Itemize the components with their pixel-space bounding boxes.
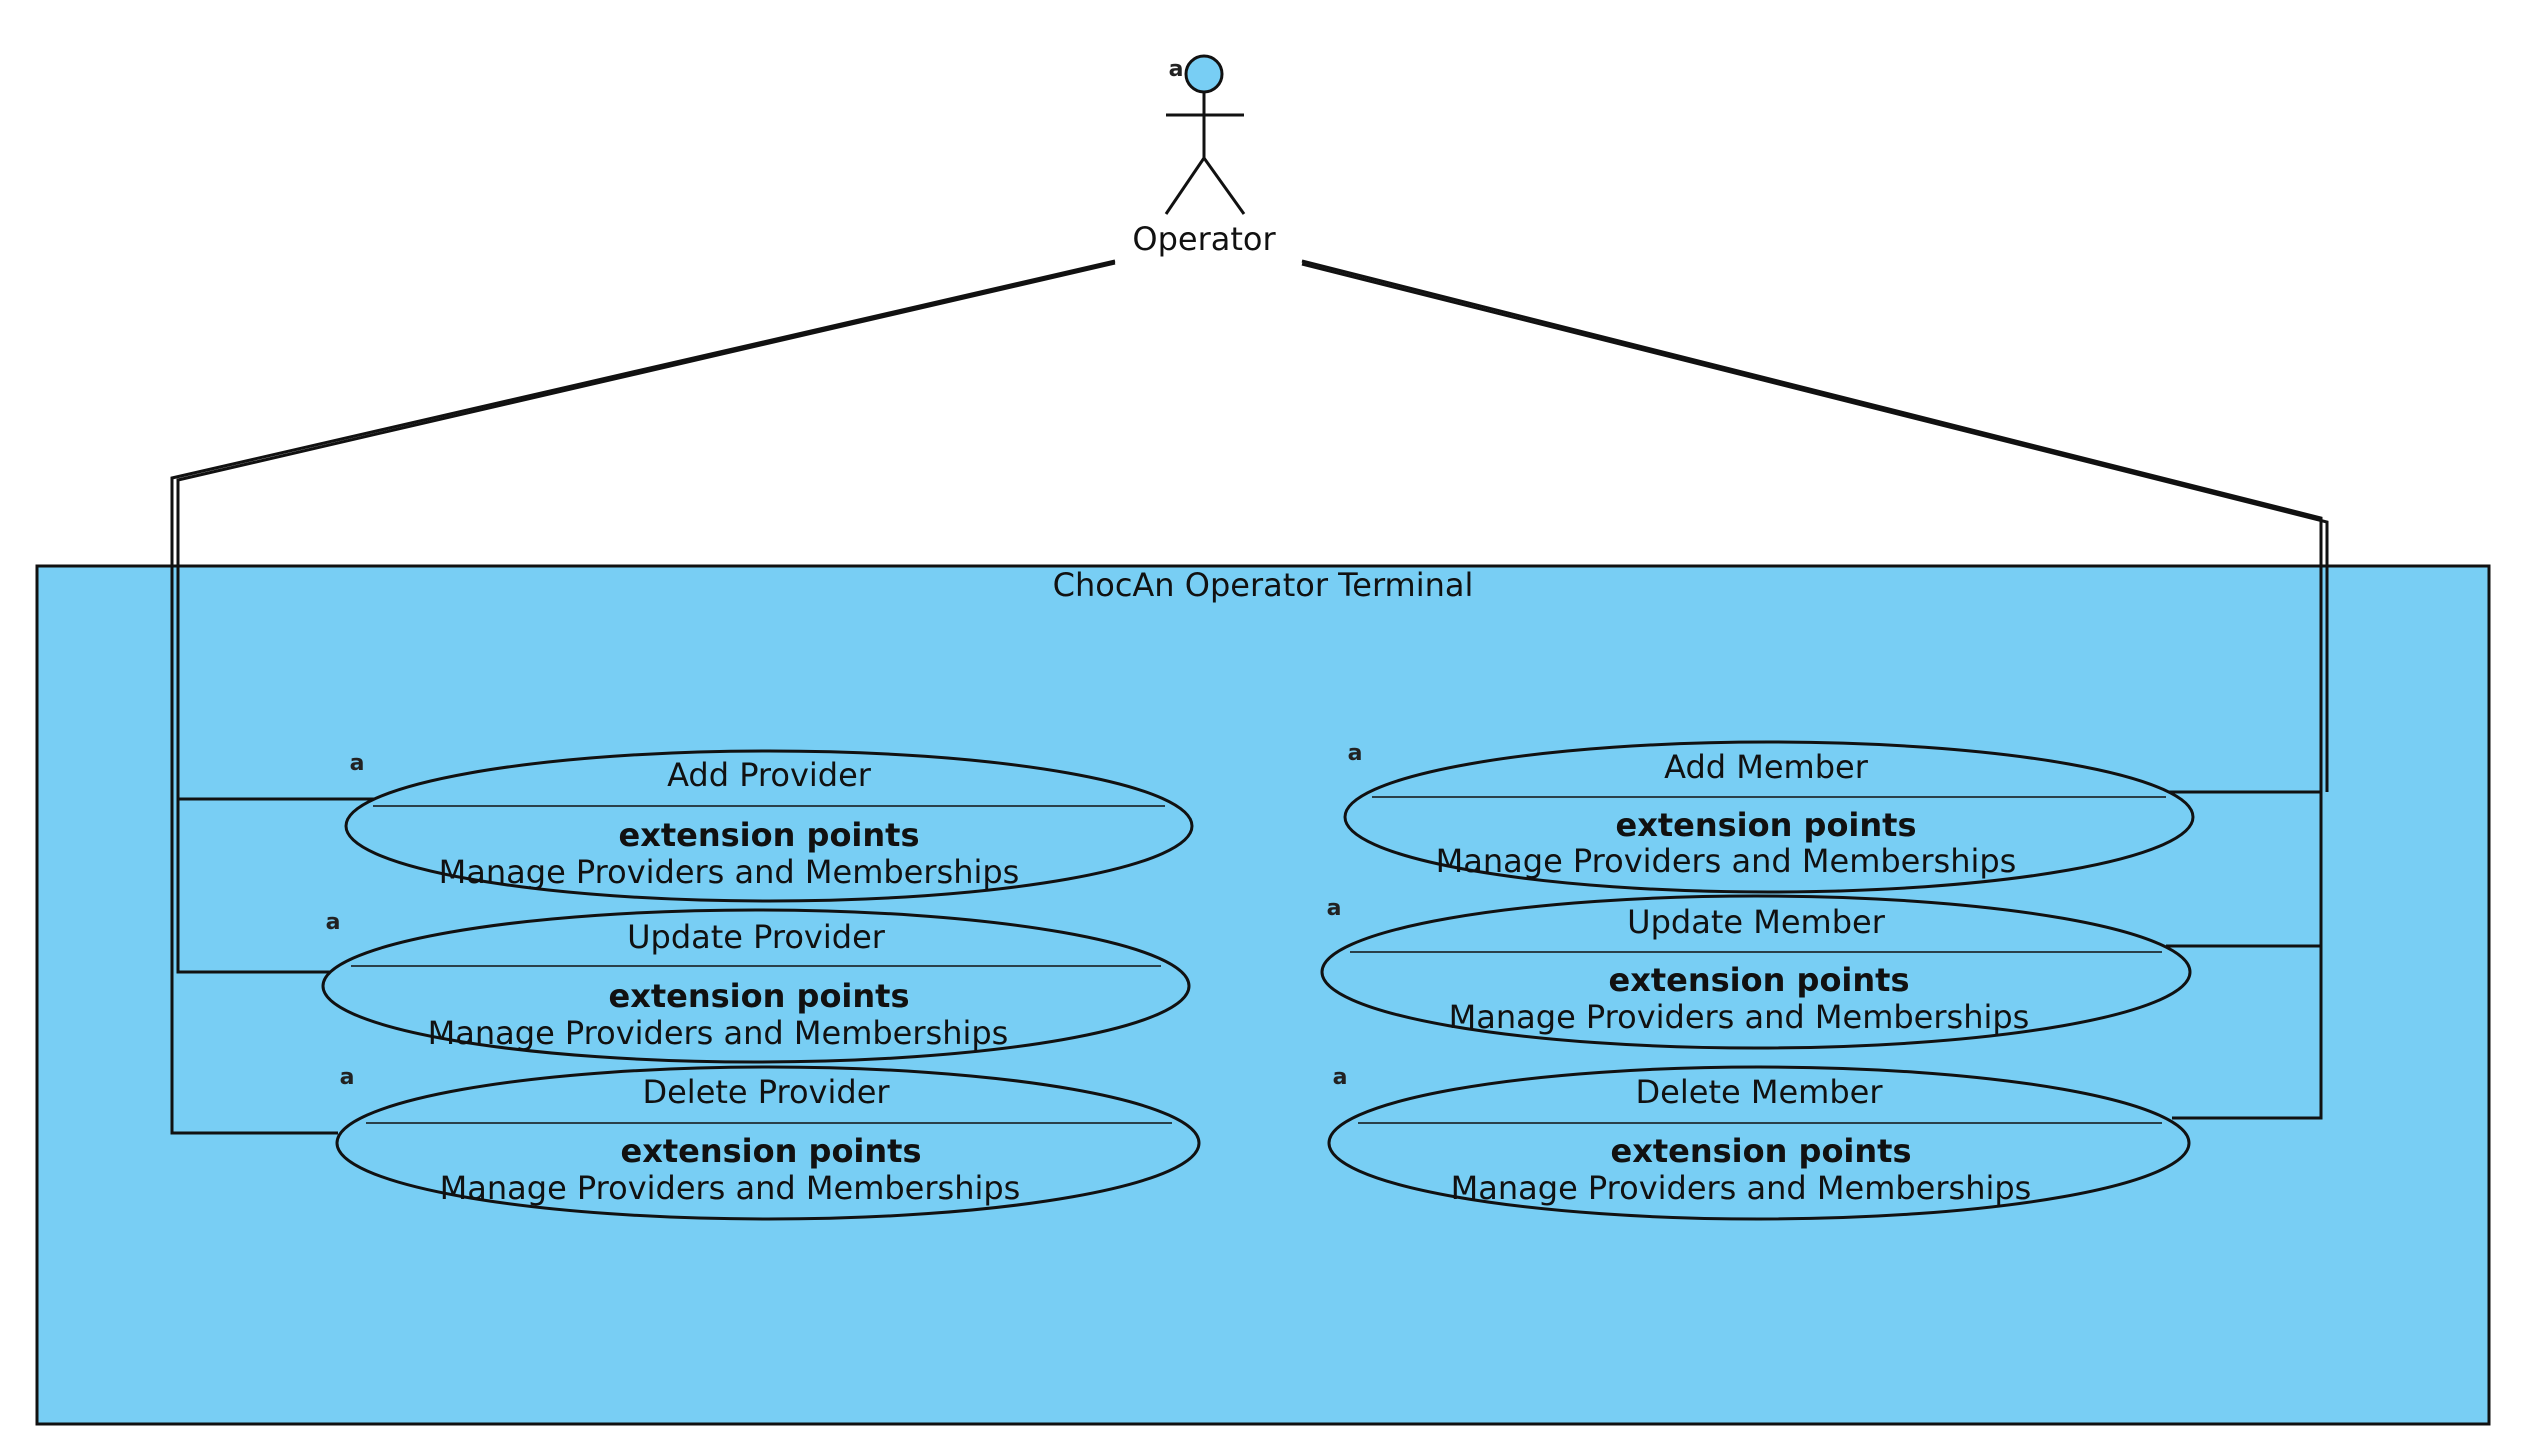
use-case-marker: a — [350, 751, 365, 776]
extension-points-heading: extension points — [618, 816, 919, 854]
use-case-marker: a — [340, 1065, 355, 1090]
use-case-name: Add Provider — [667, 756, 872, 794]
system-title: ChocAn Operator Terminal — [1053, 566, 1474, 604]
actor-name: Operator — [1132, 220, 1276, 258]
use-case-name: Delete Provider — [642, 1073, 890, 1111]
use-case-update-member[interactable]: Update Member extension points Manage Pr… — [1320, 894, 2192, 1050]
actor-operator[interactable]: a Operator — [1132, 54, 1276, 258]
extension-points-heading: extension points — [608, 977, 909, 1015]
extension-point: Manage Providers and Memberships — [428, 1014, 1009, 1052]
use-case-name: Delete Member — [1636, 1073, 1884, 1111]
use-case-add-member[interactable]: Add Member extension points Manage Provi… — [1343, 740, 2195, 894]
use-case-name: Update Provider — [627, 918, 886, 956]
extension-points-heading: extension points — [620, 1132, 921, 1170]
extension-point: Manage Providers and Memberships — [1451, 1169, 2032, 1207]
use-case-delete-member[interactable]: Delete Member extension points Manage Pr… — [1327, 1065, 2191, 1221]
use-case-delete-provider[interactable]: Delete Provider extension points Manage … — [335, 1065, 1201, 1221]
extension-points-heading: extension points — [1615, 806, 1916, 844]
use-case-update-provider[interactable]: Update Provider extension points Manage … — [321, 908, 1191, 1064]
extension-points-heading: extension points — [1608, 961, 1909, 999]
extension-point: Manage Providers and Memberships — [1436, 842, 2017, 880]
use-case-marker: a — [1348, 741, 1363, 766]
actor-head — [1184, 54, 1224, 94]
use-case-name: Add Member — [1664, 748, 1869, 786]
use-case-marker: a — [1327, 896, 1342, 921]
associations-left — [170, 259, 1116, 1135]
associations-right — [1301, 259, 2329, 1120]
extension-point: Manage Providers and Memberships — [1449, 998, 2030, 1036]
use-case-marker: a — [326, 910, 341, 935]
extension-point: Manage Providers and Memberships — [439, 853, 1020, 891]
extension-points-heading: extension points — [1610, 1132, 1911, 1170]
extension-point: Manage Providers and Memberships — [440, 1169, 1021, 1207]
use-case-marker: a — [1333, 1065, 1348, 1090]
use-case-name: Update Member — [1627, 903, 1886, 941]
use-case-add-provider[interactable]: Add Provider extension points Manage Pro… — [344, 749, 1194, 903]
actor-marker: a — [1169, 57, 1184, 82]
